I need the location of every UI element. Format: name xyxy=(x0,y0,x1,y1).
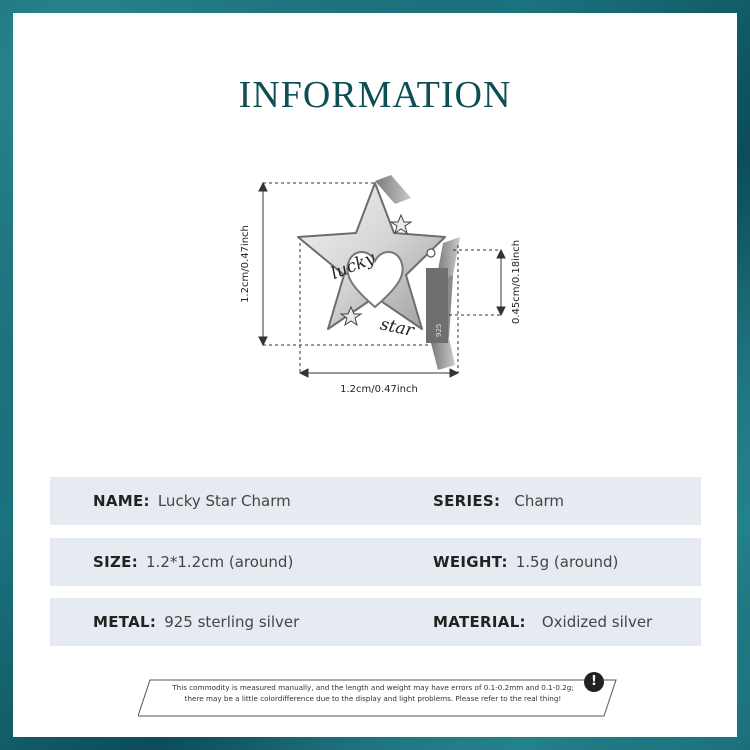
height-label: 1.2cm/0.47inch xyxy=(240,225,251,303)
product-illustration: lucky star 925 1.2cm/0.47inch 1.2cm/0.47… xyxy=(240,175,522,395)
size-label: SIZE: xyxy=(93,553,139,571)
height-dimension xyxy=(258,181,431,347)
material-label: MATERIAL: xyxy=(433,613,526,631)
heart-cutout xyxy=(346,251,404,309)
page-title: INFORMATION xyxy=(238,74,512,116)
name-label: NAME: xyxy=(93,492,150,510)
weight-label: WEIGHT: xyxy=(433,553,508,571)
measurement-notice: This commodity is measured manually, and… xyxy=(138,672,618,718)
series-label: SERIES: xyxy=(433,492,501,510)
hole-label: 0.45cm/0.18inch xyxy=(511,240,522,324)
metal-label: METAL: xyxy=(93,613,157,631)
gem-stone xyxy=(426,248,436,258)
spec-row: NAME: Lucky Star Charm SERIES: Charm xyxy=(50,477,701,525)
notice-line-1: This commodity is measured manually, and… xyxy=(172,683,574,692)
size-value: 1.2*1.2cm (around) xyxy=(146,553,294,571)
material-value: Oxidized silver xyxy=(541,613,653,631)
notice-line-2: there may be a little colordifference du… xyxy=(184,694,562,703)
hole-dimension xyxy=(449,248,506,317)
notice-border xyxy=(138,679,617,717)
spec-row: SIZE: 1.2*1.2cm (around) WEIGHT: 1.5g (aro… xyxy=(50,538,701,586)
info-card: INFORMATION xyxy=(13,13,737,737)
weight-value: 1.5g (around) xyxy=(515,553,619,571)
width-label: 1.2cm/0.47inch xyxy=(340,384,418,395)
silver-stamp: 925 xyxy=(435,324,443,337)
name-value: Lucky Star Charm xyxy=(157,492,291,510)
metal-value: 925 sterling silver xyxy=(164,613,300,631)
series-value: Charm xyxy=(514,492,565,510)
alert-icon: ! xyxy=(584,672,604,692)
small-star-icon xyxy=(339,305,363,327)
width-dimension xyxy=(298,243,460,378)
small-star-icon xyxy=(389,213,413,235)
spec-row: METAL: 925 sterling silver MATERIAL: Oxidi… xyxy=(50,598,701,646)
charm-side xyxy=(375,175,460,370)
